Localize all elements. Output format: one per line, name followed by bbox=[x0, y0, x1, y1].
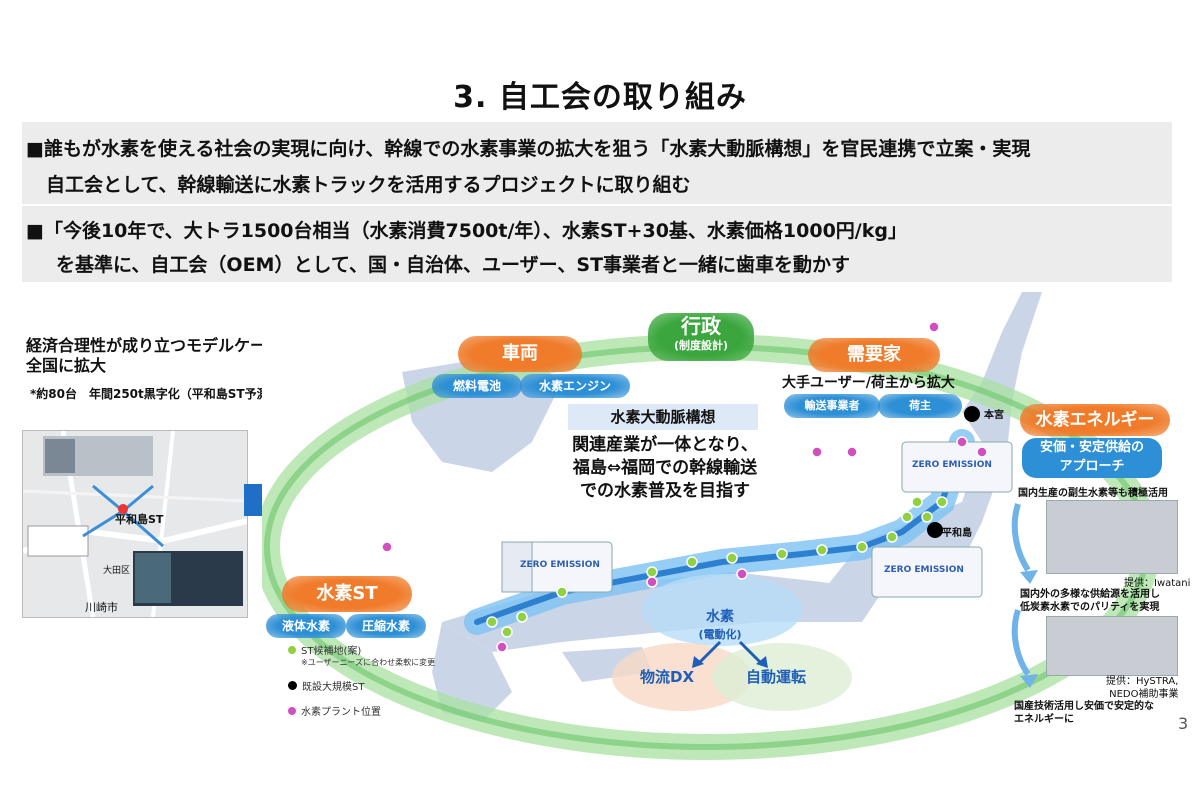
label-heiwajima: 平和島 bbox=[942, 528, 972, 539]
photo-credit-1: 提供：Iwatani bbox=[1124, 578, 1191, 589]
legend-existing: 既設大規模ST bbox=[288, 678, 448, 693]
hydrogen-electrification: 水素 (電動化) bbox=[680, 606, 760, 642]
energy-title: 水素エネルギー bbox=[1020, 404, 1170, 436]
bullet-2-line-1: ■「今後10年で、大トラ1500台相当（水素消費7500t/年）、水素ST+30… bbox=[26, 220, 907, 242]
gyosei-title: 行政 bbox=[681, 314, 721, 338]
legend-pink-dot-icon bbox=[288, 706, 296, 715]
legend-candidate-note: ※ユーザーニーズに合わせ柔軟に変更 bbox=[301, 658, 436, 667]
h2-engine-label: 水素エンジン bbox=[520, 374, 630, 398]
sharyo-label: 車両 bbox=[458, 336, 582, 372]
energy-approach-line-1: 安価・安定供給の bbox=[1039, 440, 1144, 455]
truck-text-3: ZERO EMISSION bbox=[884, 565, 964, 575]
h2-st-label: 水素ST bbox=[282, 576, 412, 612]
concept-line-3: での水素普及を目指す bbox=[580, 481, 750, 501]
map-label-city: 川崎市 bbox=[85, 601, 118, 614]
bullet-band-2 bbox=[22, 206, 1172, 282]
photo-credit-2-line-1: 提供：HySTRA, bbox=[1106, 676, 1179, 687]
branch-arrows-icon bbox=[692, 640, 768, 668]
energy-tech-line-2: エネルギーに bbox=[1014, 714, 1074, 725]
electrification-subtitle: (電動化) bbox=[698, 628, 742, 641]
concept-line-1: 関連産業が一体となり、 bbox=[572, 435, 758, 455]
model-case-note: *約80台 年間250t黒字化（平和島ST予測値） bbox=[30, 387, 293, 401]
map-legend: ST候補地(案) ※ユーザーニーズに合わせ柔軟に変更 既設大規模ST 水素プラン… bbox=[288, 642, 448, 718]
energy-tech: 国産技術活用し安価で安定的な エネルギーに bbox=[1014, 700, 1154, 726]
heiwajima-map-graphic bbox=[23, 431, 247, 617]
liquid-h2-label: 液体水素 bbox=[266, 614, 346, 638]
page-title: 3. 自工会の取り組み bbox=[453, 80, 747, 115]
energy-diverse: 国内外の多様な供給源を活用し 低炭素水素でのパリティを実現 bbox=[1020, 588, 1160, 614]
legend-candidate-text: ST候補地(案) bbox=[301, 646, 362, 657]
fuel-cell-label: 燃料電池 bbox=[432, 374, 522, 398]
energy-diverse-line-1: 国内外の多様な供給源を活用し bbox=[1020, 589, 1160, 600]
energy-diverse-line-2: 低炭素水素でのパリティを実現 bbox=[1020, 602, 1160, 613]
label-motomiya: 本宮 bbox=[984, 410, 1004, 421]
hydrogen-plant-photo-1 bbox=[1046, 500, 1178, 574]
marker-existing-heiwajima bbox=[927, 522, 943, 538]
gyosei-label: 行政 (制度設計) bbox=[648, 313, 754, 361]
truck-text-2: ZERO EMISSION bbox=[912, 460, 992, 470]
concept-description: 関連産業が一体となり、 福島⇔福岡での幹線輸送 での水素普及を目指す bbox=[540, 434, 790, 503]
demand-label: 需要家 bbox=[808, 338, 940, 372]
concept-line-2: 福島⇔福岡での幹線輸送 bbox=[572, 458, 758, 478]
hydrogen-title: 水素 bbox=[706, 609, 734, 625]
marker-existing-motomiya bbox=[964, 406, 980, 422]
page-number: 3 bbox=[1178, 714, 1189, 733]
shipper-label: 荷主 bbox=[878, 394, 962, 418]
bullet-1-line-1: ■誰もが水素を使える社会の実現に向け、幹線での水素事業の拡大を狙う「水素大動脈構… bbox=[26, 138, 1031, 160]
map-label-ward: 大田区 bbox=[103, 566, 131, 576]
legend-plant-text: 水素プラント位置 bbox=[301, 707, 381, 718]
gyosei-subtitle: (制度設計) bbox=[673, 339, 729, 352]
legend-candidate: ST候補地(案) bbox=[288, 642, 448, 657]
energy-tech-line-1: 国産技術活用し安価で安定的な bbox=[1014, 701, 1154, 712]
compressed-h2-label: 圧縮水素 bbox=[346, 614, 426, 638]
legend-plant: 水素プラント位置 bbox=[288, 703, 448, 718]
concept-title: 水素大動脈構想 bbox=[568, 404, 758, 430]
energy-approach: 安価・安定供給の アプローチ bbox=[1022, 438, 1162, 478]
bullet-band-1 bbox=[22, 122, 1172, 204]
truck-graphic-3 bbox=[871, 546, 983, 598]
photo-credit-2-line-2: NEDO補助事業 bbox=[1109, 689, 1179, 700]
bullet-1-line-2: 自工会として、幹線輸送に水素トラックを活用するプロジェクトに取り組む bbox=[46, 174, 691, 196]
photo-credit-2: 提供：HySTRA, NEDO補助事業 bbox=[1106, 675, 1178, 701]
energy-flow-arrows-icon bbox=[1011, 503, 1038, 688]
model-case-line-2: 全国に拡大 bbox=[26, 356, 107, 375]
legend-green-dot-icon bbox=[288, 645, 296, 654]
energy-approach-line-2: アプローチ bbox=[1059, 459, 1125, 474]
hydrogen-ship-photo-2 bbox=[1046, 616, 1178, 676]
logistics-dx-label: 物流DX bbox=[640, 668, 695, 686]
legend-existing-text: 既設大規模ST bbox=[302, 682, 365, 693]
map-label-station: 平和島ST bbox=[115, 513, 164, 526]
autonomous-label: 自動運転 bbox=[746, 668, 807, 686]
legend-black-dot-icon bbox=[288, 681, 297, 690]
bullet-2-line-2: を基準に、自工会（OEM）として、国・自治体、ユーザー、ST事業者と一緒に歯車を… bbox=[56, 254, 851, 276]
energy-domestic: 国内生産の副生水素等も積極活用 bbox=[1018, 488, 1168, 499]
truck-text-1: ZERO EMISSION bbox=[520, 560, 600, 570]
heiwajima-map-photo: 平和島ST 川崎市 大田区 bbox=[22, 430, 248, 618]
demand-sub-label: 大手ユーザー/荷主から拡大 bbox=[782, 375, 955, 391]
transport-label: 輸送事業者 bbox=[784, 394, 880, 418]
